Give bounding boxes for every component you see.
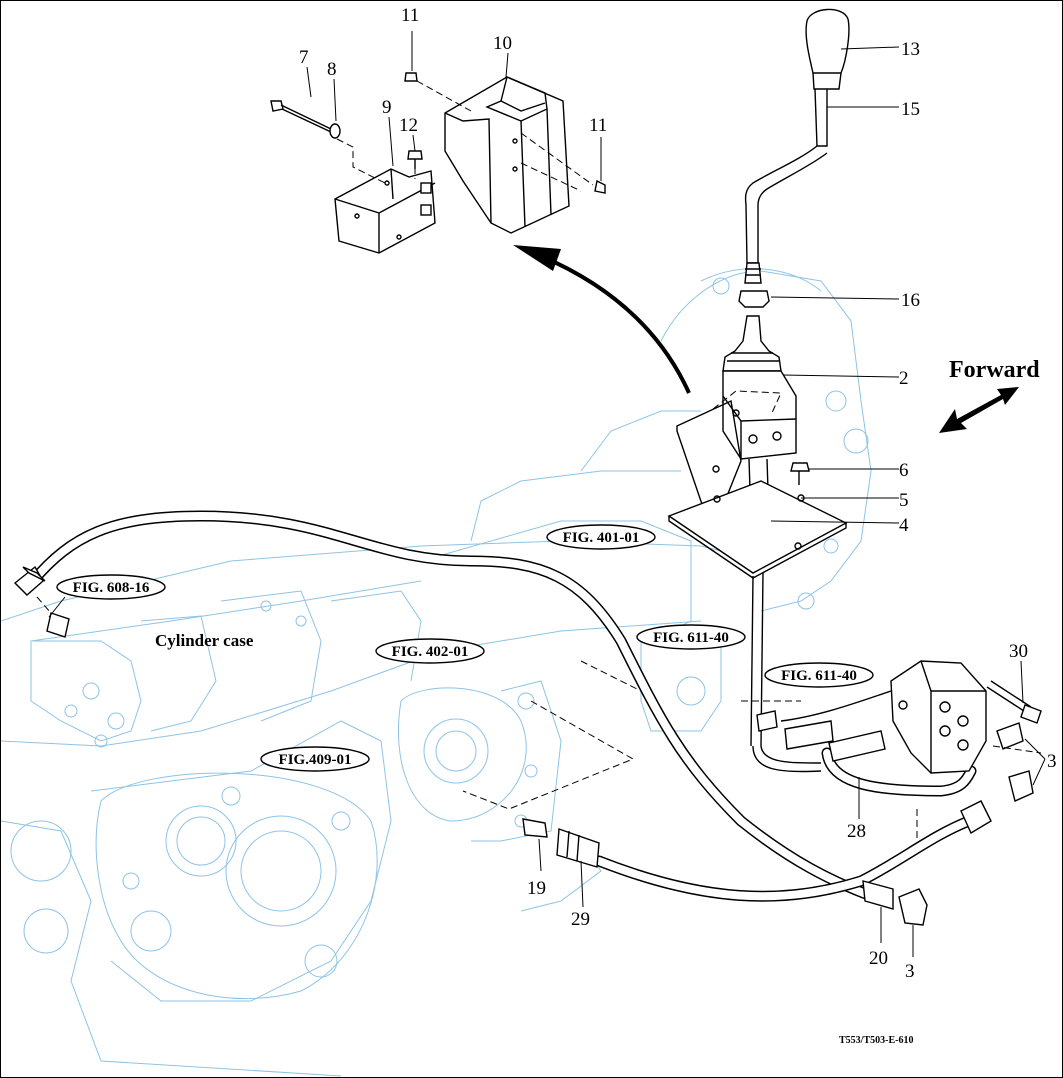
elbow-3-bottom (898, 888, 928, 926)
elbow-3-lower (1008, 770, 1034, 802)
washer-8 (329, 123, 341, 139)
callout-4: 4 (899, 515, 909, 536)
callout-8: 8 (327, 59, 337, 80)
bracket-9 (334, 168, 436, 254)
curved-arrow (540, 254, 691, 394)
hoses (27, 510, 977, 902)
callout-19: 19 (527, 878, 546, 899)
fig-ref-611-40-b: FIG. 611-40 (764, 662, 874, 688)
bolt-7 (270, 100, 284, 112)
drawing-code: T553/T503-E-610 (839, 1035, 913, 1046)
forward-arrow-icon (939, 387, 1019, 433)
rubber-boot (722, 315, 782, 372)
svg-text:FIG. 401-01: FIG. 401-01 (563, 530, 640, 546)
lever-thread (744, 262, 762, 284)
forward-label: Forward (949, 357, 1040, 383)
callout-3-right: 3 (1047, 751, 1057, 772)
hose-fittings-28 (828, 730, 886, 762)
callout-7: 7 (299, 47, 309, 68)
callout-12: 12 (399, 115, 418, 136)
cover-10 (444, 76, 570, 234)
callout-15: 15 (901, 99, 920, 120)
callout-28: 28 (847, 821, 866, 842)
callout-2: 2 (899, 368, 909, 389)
bolt-30 (986, 680, 1032, 714)
fitting-left (46, 612, 70, 638)
svg-text:FIG. 402-01: FIG. 402-01 (392, 644, 469, 660)
lever-knob (805, 8, 850, 74)
callout-10: 10 (493, 33, 512, 54)
screw-11-top (404, 72, 418, 82)
callout-9: 9 (382, 97, 392, 118)
fig-ref-409-01: FIG.409-01 (260, 746, 370, 772)
cylinder-case-label: Cylinder case (155, 631, 254, 650)
screw-11-right (594, 179, 606, 194)
callout-6: 6 (899, 460, 909, 481)
valve-block (890, 660, 987, 774)
fig-ref-401-01: FIG. 401-01 (546, 524, 656, 550)
svg-text:FIG. 608-16: FIG. 608-16 (73, 580, 150, 596)
svg-text:FIG.409-01: FIG.409-01 (279, 752, 352, 768)
fig-ref-608-16: FIG. 608-16 (56, 574, 166, 600)
callout-11-right: 11 (589, 115, 607, 136)
leader-lines (48, 31, 1046, 957)
fig-ref-611-40-a: FIG. 611-40 (636, 624, 746, 650)
adapter-19 (522, 818, 548, 838)
background-housing (1, 268, 872, 1077)
fitting-20 (862, 880, 894, 910)
callout-29: 29 (571, 909, 590, 930)
lever-assembly (738, 8, 850, 308)
nut (738, 290, 770, 308)
svg-text:FIG. 611-40: FIG. 611-40 (781, 668, 857, 684)
callout-20: 20 (869, 948, 888, 969)
base-plate (667, 480, 848, 574)
callout-3-bottom: 3 (905, 961, 915, 982)
callout-13: 13 (901, 39, 920, 60)
callout-30: 30 (1009, 641, 1028, 662)
curved-arrow-head (513, 245, 561, 271)
bolt-6 (790, 462, 810, 485)
elbow-3-upper (996, 722, 1024, 750)
svg-text:FIG. 611-40: FIG. 611-40 (653, 630, 729, 646)
bolt-12 (407, 150, 423, 160)
callout-11-top: 11 (401, 5, 419, 26)
callout-16: 16 (901, 290, 920, 311)
fig-ref-402-01: FIG. 402-01 (375, 638, 485, 664)
callout-5: 5 (899, 490, 909, 511)
